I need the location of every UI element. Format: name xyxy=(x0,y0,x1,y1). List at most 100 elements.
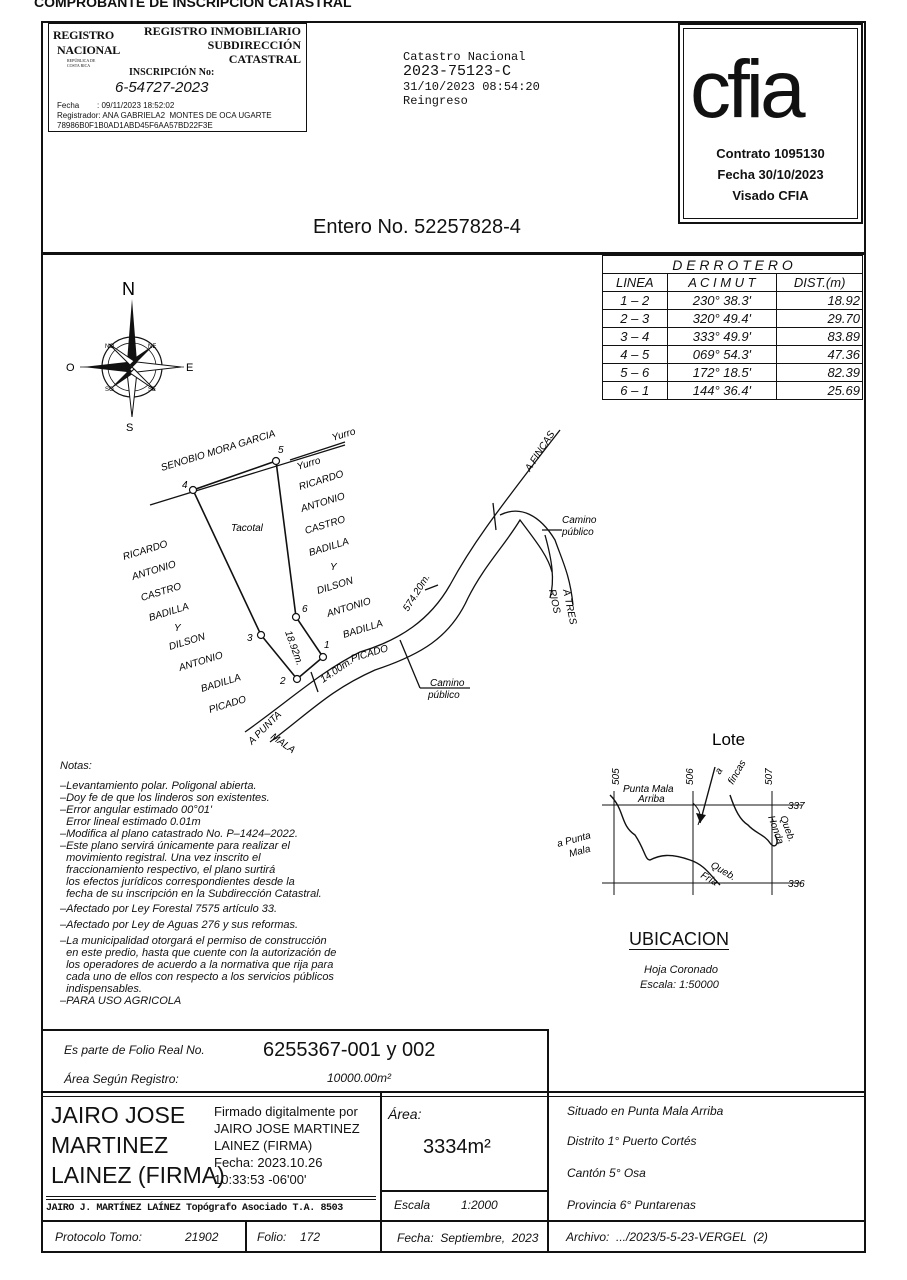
camino-label: público xyxy=(427,690,460,701)
cfia-contrato: Contrato 1095130 xyxy=(716,146,825,161)
ubicacion-hoja: Hoja Coronado xyxy=(644,964,718,976)
inscripcion-label: INSCRIPCIÓN No: xyxy=(129,67,215,78)
inscripcion-number: 6-54727-2023 xyxy=(115,79,209,96)
registro-hash: 78986B0F1B0AD1ABD45F6AA57BD22F3E xyxy=(57,121,213,130)
distrito-line: Distrito 1° Puerto Cortés xyxy=(567,1134,697,1148)
catastro-title: Catastro Nacional xyxy=(403,50,526,64)
owner-line: RICARDO xyxy=(298,469,346,493)
ubicacion-map: Lote 505 506 507 337 336 Punta Mala Arri… xyxy=(556,730,805,895)
compass-ne: NE xyxy=(148,344,156,350)
nota-line: –Afectado por Ley de Aguas 276 y sus ref… xyxy=(60,919,299,931)
canton-line: Cantón 5° Osa xyxy=(567,1166,646,1180)
catastro-block: Catastro Nacional 2023-75123-C 31/10/202… xyxy=(403,50,540,108)
punta-mala-arriba-label: Punta Mala xyxy=(623,784,674,795)
owner-line: ANTONIO xyxy=(177,650,225,674)
owner-line: CASTRO xyxy=(140,581,183,604)
lote-label: Lote xyxy=(712,730,745,749)
nota-line: –Modifica al plano catastrado No. P–1424… xyxy=(60,828,298,840)
document-header: COMPROBANTE DE INSCRIPCION CATASTRAL xyxy=(34,0,352,10)
owner-line: PICADO xyxy=(350,643,390,665)
registro-stamp: REGISTRO NACIONAL REPÚBLICA DE COSTA RIC… xyxy=(48,23,307,132)
owner-line: CASTRO xyxy=(304,514,347,537)
cfia-visado: Visado CFIA xyxy=(732,188,809,203)
situado-line: Situado en Punta Mala Arriba xyxy=(567,1104,724,1118)
firma-line: LAINEZ (FIRMA) xyxy=(51,1162,225,1188)
catastro-number: 2023-75123-C xyxy=(403,63,512,80)
notas-title: Notas: xyxy=(60,760,92,772)
owner-line: BADILLA xyxy=(200,672,243,695)
owner-line: BADILLA xyxy=(308,536,351,559)
firma-small-line: JAIRO JOSE MARTINEZ xyxy=(214,1121,360,1136)
logo-line2: NACIONAL xyxy=(57,43,120,57)
derrotero-header: LINEA xyxy=(602,273,668,292)
footer-folio-label: Folio: xyxy=(257,1230,287,1244)
divider xyxy=(46,1199,376,1200)
cell: 6 – 1 xyxy=(602,381,668,400)
registrador: Registrador: ANA GABRIELA2 MONTES DE OCA… xyxy=(57,111,272,120)
a-fincas-small: a xyxy=(713,766,726,777)
nota-line: –La municipalidad otorgará el permiso de… xyxy=(60,935,327,947)
firma-small-line: Firmado digitalmente por xyxy=(214,1104,358,1119)
derrotero-table: D E R R O T E R O LINEA A C I M U T DIST… xyxy=(602,255,863,400)
a-fincas-label: A FINCAS xyxy=(523,429,558,474)
registro-logo: REGISTRO NACIONAL REPÚBLICA DE COSTA RIC… xyxy=(53,28,128,72)
logo-line1: REGISTRO xyxy=(53,28,114,42)
area-value: 3334m² xyxy=(423,1136,491,1158)
cell: 172° 18.5' xyxy=(666,363,778,382)
nota-line: indispensables. xyxy=(60,983,142,995)
nota-line: los efectos jurídicos correspondientes d… xyxy=(60,876,295,888)
cell: 144° 36.4' xyxy=(666,381,778,400)
grid-y-label: 337 xyxy=(788,801,805,812)
ubicacion-escala: Escala: 1:50000 xyxy=(640,979,719,991)
cfia-logo-text: cfia xyxy=(690,44,806,135)
derrotero-title: D E R R O T E R O xyxy=(602,255,863,274)
a-fincas-small: fincas xyxy=(726,758,749,786)
yurro-label: Yurro xyxy=(296,455,323,473)
compass-e: E xyxy=(186,362,193,374)
nota-line: –Error angular estimado 00°01' xyxy=(60,804,213,816)
right-owner-label: RICARDO ANTONIO CASTRO BADILLA Y DILSON … xyxy=(298,469,390,665)
nota-line: –Este plano servirá únicamente para real… xyxy=(60,840,290,852)
cell: 320° 49.4' xyxy=(666,309,778,328)
cfia-inner xyxy=(683,28,858,219)
folio-value: 6255367-001 y 002 xyxy=(263,1039,436,1061)
nota-line: –Levantamiento polar. Poligonal abierta. xyxy=(60,780,257,792)
divider xyxy=(46,1196,376,1197)
protocolo-value: 21902 xyxy=(185,1230,219,1244)
ubicacion-title: UBICACION xyxy=(629,929,730,950)
nota-line: –PARA USO AGRICOLA xyxy=(60,995,182,1007)
lote-arrow-icon xyxy=(696,813,706,823)
camino-label: público xyxy=(561,527,594,538)
owner-line: ANTONIO xyxy=(130,559,178,583)
yurro-arrow-label: Yurro xyxy=(331,426,358,444)
divider xyxy=(547,1093,549,1253)
compass-so: SO xyxy=(105,387,114,393)
owner-line: DILSON xyxy=(316,575,356,597)
nota-line: Error lineal estimado 0.01m xyxy=(60,816,201,828)
a-punta-mala-label: MALA xyxy=(268,731,297,756)
divider xyxy=(41,1091,866,1093)
title-line: SUBDIRECCIÓN xyxy=(207,38,301,52)
cell: 29.70 xyxy=(776,309,863,328)
folio-label: Es parte de Folio Real No. xyxy=(64,1043,205,1057)
tacotal-label: Tacotal xyxy=(231,523,264,534)
registro-fecha: Fecha : 09/11/2023 18:52:02 xyxy=(57,101,175,110)
cfia-logo-svg: cfia xyxy=(690,44,810,135)
a-tres-rios-label: A TRES xyxy=(560,587,578,626)
cfia-fecha: Fecha 30/10/2023 xyxy=(717,167,824,182)
nota-line: cada uno de ellos con respecto a los ser… xyxy=(60,971,334,983)
protocolo-label: Protocolo Tomo: xyxy=(55,1230,142,1244)
firma-small-line: 10:33:53 -06'00' xyxy=(214,1172,307,1187)
divider xyxy=(41,254,866,255)
cfia-logo: cfia xyxy=(686,39,856,135)
compass-se: SE xyxy=(148,387,156,393)
footer-archivo: Archivo: .../2023/5-5-23-VERGEL (2) xyxy=(566,1230,768,1244)
a-tres-rios-label: RIOS xyxy=(546,588,562,615)
owner-line: ANTONIO xyxy=(299,491,347,515)
owner-line: Y xyxy=(174,623,182,634)
grid-y-label: 336 xyxy=(788,879,805,890)
divider xyxy=(41,1220,866,1222)
catastro-datetime: 31/10/2023 08:54:20 xyxy=(403,80,540,94)
nota-line: en este predio, hasta que cuente con la … xyxy=(60,947,337,959)
